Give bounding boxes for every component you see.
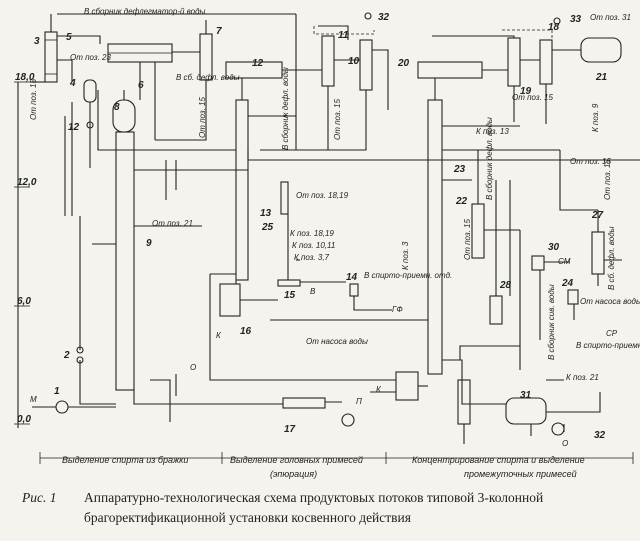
- label-22: 22: [455, 196, 468, 207]
- stream-to-coll-water-d: В сб. дефл. воды: [607, 226, 616, 290]
- section-3-sub: промежуточных примесей: [464, 469, 577, 479]
- stream-from-pos-15-d: От поз. 15: [512, 93, 553, 102]
- section-2-title: Выделение головных примесей: [230, 455, 363, 465]
- label-17: 17: [284, 424, 296, 435]
- stream-k-b: К: [376, 385, 382, 394]
- caption-line-1: Аппаратурно-технологическая схема продук…: [84, 490, 543, 505]
- label-25: 25: [261, 222, 274, 233]
- label-18: 18: [548, 22, 560, 33]
- label-7: 7: [216, 26, 222, 37]
- stream-to-coll-water-a: В сб. дефл. воды: [176, 73, 240, 82]
- label-20: 20: [397, 58, 410, 69]
- label-5: 5: [66, 32, 72, 43]
- stream-gf: ГФ: [392, 305, 403, 314]
- label-27: 28: [499, 280, 512, 291]
- label-26: 27: [591, 210, 604, 221]
- label-11: 11: [338, 30, 349, 41]
- label-13: 13: [260, 208, 272, 219]
- section-2-sub: (эпюрация): [270, 469, 317, 479]
- label-30: 31: [520, 390, 532, 401]
- stream-k-pos-3: К поз. 3: [401, 241, 410, 270]
- stream-o-b: О: [562, 439, 568, 448]
- elevation-18: 18,0: [15, 72, 35, 83]
- label-31: 32: [594, 430, 606, 441]
- label-3: 3: [34, 36, 40, 47]
- stream-to-spirit-recv-a: В спирто-приемн. отд.: [364, 271, 452, 280]
- label-8: 8: [114, 102, 120, 113]
- stream-k-pos-9: К поз. 9: [591, 103, 600, 132]
- stream-to-coll-wat: В сборник сив. воды: [547, 284, 556, 360]
- stream-from-pos-15-g: От поз. 15: [603, 159, 612, 200]
- label-32a: 32: [378, 12, 390, 23]
- equipment-shapes: [44, 12, 622, 436]
- elevation-scale: [14, 81, 30, 428]
- stream-to-coll-water-c: В сборник дефл. воды: [485, 117, 494, 200]
- stream-from-pos-15-c: От поз. 15: [333, 99, 342, 140]
- piping: [30, 13, 640, 444]
- label-10: 10: [348, 56, 360, 67]
- stream-sm: СМ: [558, 257, 571, 266]
- label-23: 23: [453, 164, 466, 175]
- stream-from-pos-15-a: От поз. 15: [29, 79, 38, 120]
- stream-k-a: К: [216, 331, 222, 340]
- stream-labels: В сборник дефлегматор-й воды От поз. 23 …: [29, 7, 640, 448]
- stream-from-water-pump-a: От насоса воды: [306, 337, 368, 346]
- stream-to-spirit-recv-b: В спирто-приемное отд.: [576, 341, 640, 350]
- label-15: 15: [284, 290, 296, 301]
- stream-v: В: [310, 287, 316, 296]
- stream-m: М: [30, 395, 37, 404]
- section-3-title: Концентрирование спирта и выделение: [412, 455, 585, 465]
- stream-o-a: О: [190, 363, 196, 372]
- stream-k-pos-3-7: К поз. 3,7: [294, 253, 330, 262]
- label-16: 16: [240, 326, 252, 337]
- label-9: 9: [146, 238, 152, 249]
- caption-label: Рис. 1: [21, 490, 57, 505]
- stream-p: П: [356, 397, 362, 406]
- stream-k-pos-18-19: К поз. 18,19: [290, 229, 334, 238]
- label-14: 14: [346, 272, 358, 283]
- label-6: 6: [138, 80, 144, 91]
- label-19: 19: [520, 86, 532, 97]
- stream-from-pos-18-19: От поз. 18,19: [296, 191, 349, 200]
- label-2: 2: [63, 350, 70, 361]
- stream-k-pos-21: К поз. 21: [566, 373, 599, 382]
- label-1: 1: [54, 386, 60, 397]
- stream-to-coll-water-b: В сборник дефл. воды: [281, 67, 290, 150]
- label-4: 4: [69, 78, 76, 89]
- label-12b: 12: [252, 58, 264, 69]
- stream-k-pos-10-11: К поз. 10,11: [292, 241, 335, 250]
- elevation-6: 6,0: [17, 296, 31, 307]
- equipment-labels: 3 5 4 6 8 7 12 9 2 1 12 11 10 32 13 25 1…: [34, 12, 608, 441]
- elevation-0: 0,0: [17, 414, 31, 425]
- stream-from-pos-15-b: От поз. 15: [198, 97, 207, 138]
- stream-sr: СР: [606, 329, 618, 338]
- stream-from-pos-23: От поз. 23: [70, 53, 111, 62]
- label-28: 30: [548, 242, 560, 253]
- label-21: 21: [595, 72, 608, 83]
- caption-line-2: брагоректификационной установки косвенно…: [84, 510, 411, 525]
- label-32b: 33: [570, 14, 582, 25]
- elevation-12: 12,0: [17, 177, 37, 188]
- label-24: 24: [561, 278, 574, 289]
- stream-from-pos-31: От поз. 31: [590, 13, 631, 22]
- section-1-title: Выделение спирта из бражки: [62, 455, 188, 465]
- stream-top-dephlegmator: В сборник дефлегматор-й воды: [84, 7, 206, 16]
- stream-from-pos-15-e: От поз. 15: [570, 157, 611, 166]
- section-bar: [39, 452, 634, 464]
- stream-k-pos-13: К поз. 13: [476, 127, 509, 136]
- stream-from-pos-21: От поз. 21: [152, 219, 193, 228]
- label-12a: 12: [68, 122, 80, 133]
- stream-from-pos-15-f: От поз. 15: [463, 219, 472, 260]
- stream-from-water-pump-b: От насоса воды: [580, 297, 640, 306]
